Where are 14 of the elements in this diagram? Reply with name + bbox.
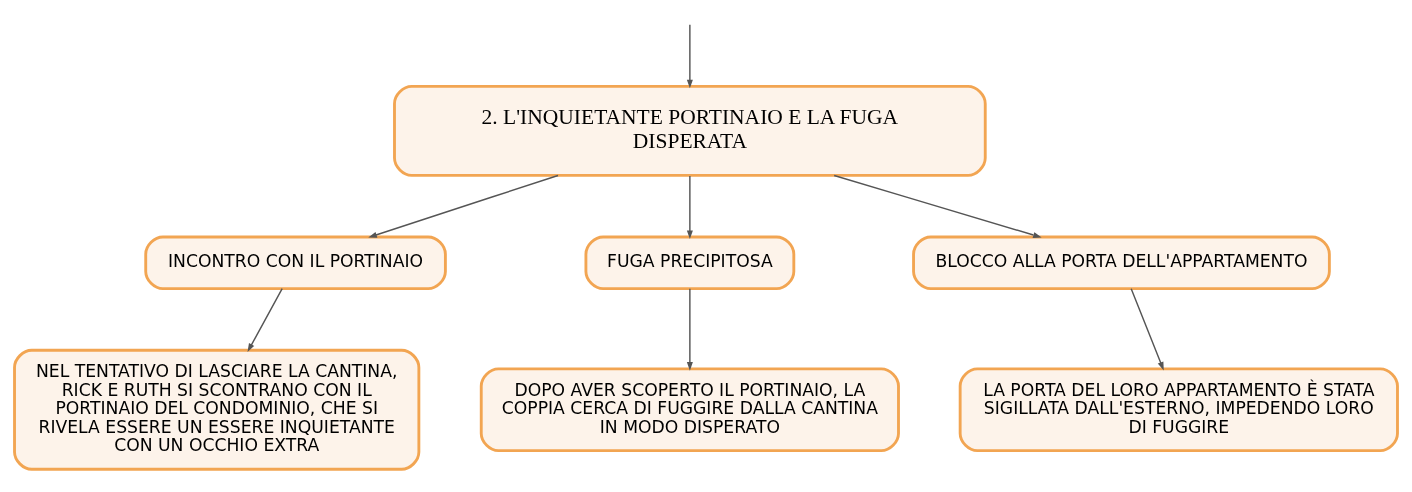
node-box: INCONTRO CON IL PORTINAIO xyxy=(144,235,447,290)
arrow xyxy=(247,287,283,352)
arrow xyxy=(686,23,693,88)
node-box: DOPO AVER SCOPERTO IL PORTINAIO, LA COPPIA CERCA DI FUGGIRE DALLA CANTINA IN MODO DISPERATO xyxy=(479,366,900,452)
arrow xyxy=(833,174,1042,238)
arrow xyxy=(368,174,559,238)
node-box: FUGA PRECIPITOSA xyxy=(584,235,796,290)
node-box: LA PORTA DEL LORO APPARTAMENTO È STATA SIGILLATA DALL'ESTERNO, IMPEDENDO LORO DI FUGGIRE xyxy=(958,366,1399,452)
arrow xyxy=(686,174,693,239)
arrow xyxy=(686,287,693,371)
node-box: NEL TENTATIVO DI LASCIARE LA CANTINA, RICK E RUTH SI SCONTRANO CON IL PORTINAIO DEL CONDOMINIO, CHE SI RIVELA ESSERE UN ESSERE INQUIETANTE CON UN OCCHIO EXTRA xyxy=(13,348,421,471)
node-box: BLOCCO ALLA PORTA DELL'APPARTAMENTO xyxy=(912,235,1331,290)
arrow xyxy=(1130,287,1164,370)
node-box: 2. L'INQUIETANTE PORTINAIO E LA FUGA DISPERATA xyxy=(393,84,987,177)
